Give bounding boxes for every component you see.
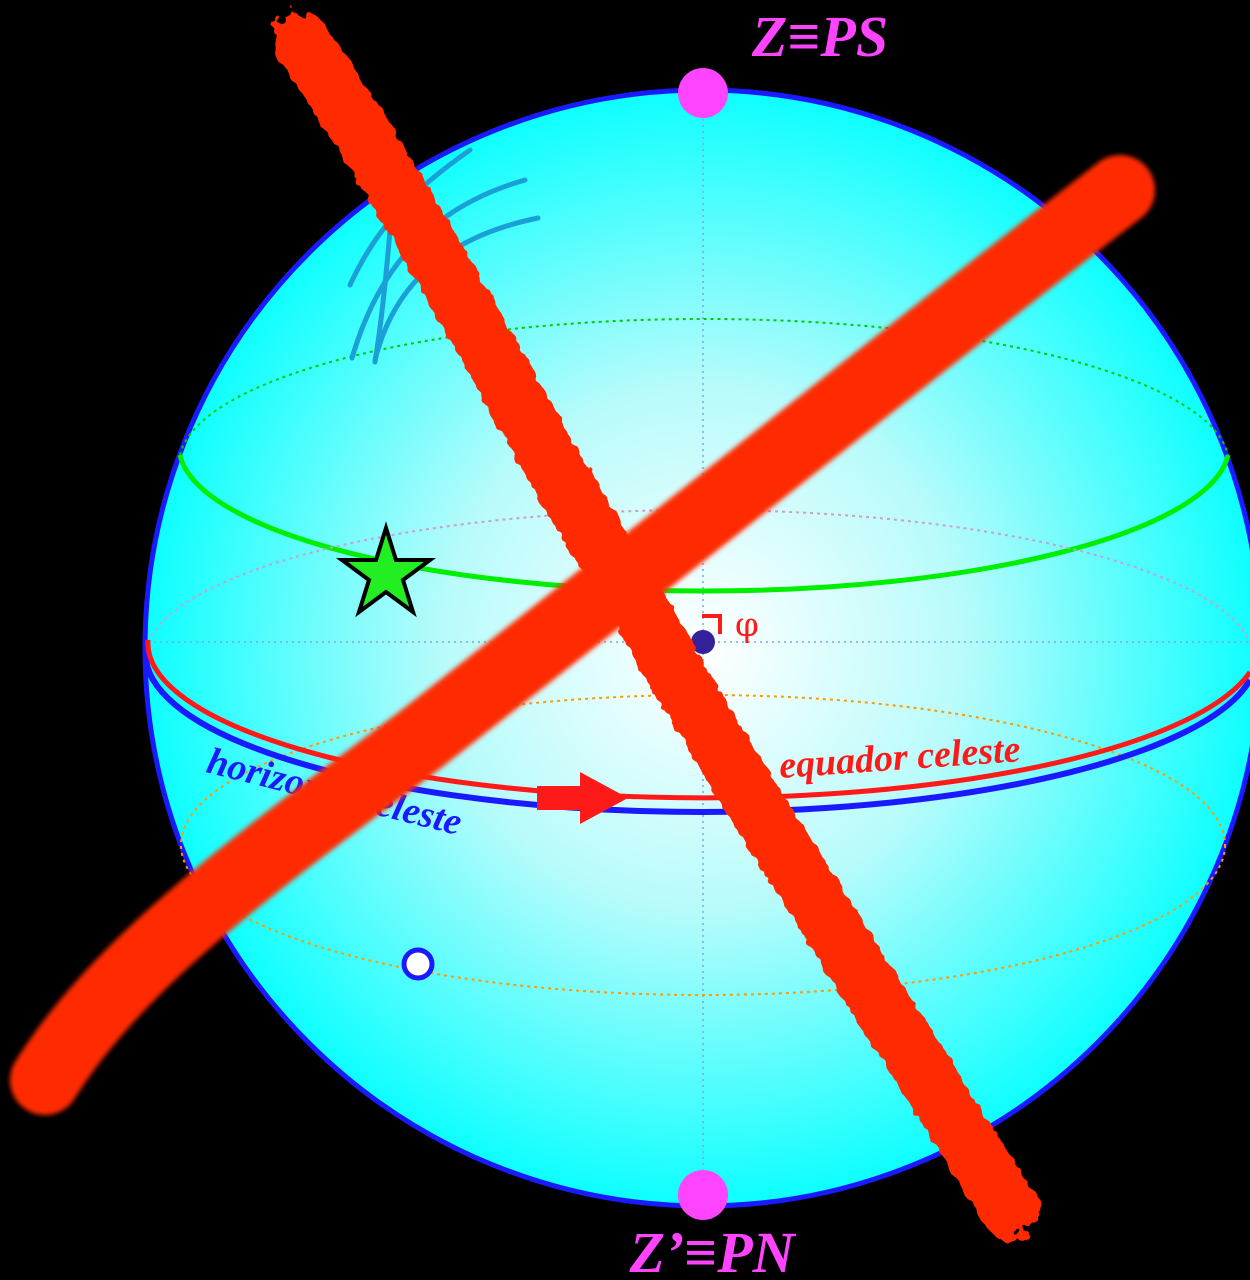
- cross-out-mark: [10, 11, 1155, 1239]
- open-circle-marker: [401, 947, 435, 981]
- bottom-pole-label: Z’≡PN: [628, 1220, 796, 1280]
- right-angle-icon: [702, 614, 722, 634]
- upper-parallel-back: [179, 317, 1229, 456]
- lower-parallel: [180, 694, 1226, 996]
- right-arrow-icon: [537, 772, 628, 824]
- bottom-pole-dot: [678, 1170, 728, 1220]
- equator-front: [145, 639, 1250, 801]
- upper-parallel-front: [177, 454, 1231, 594]
- top-pole-dot: [678, 68, 728, 118]
- phi-label: φ: [735, 605, 759, 645]
- top-pole-label: Z≡PS: [751, 4, 888, 69]
- horizon-front: [142, 647, 1250, 815]
- star-icon: [335, 521, 437, 618]
- center-dot: [691, 630, 715, 654]
